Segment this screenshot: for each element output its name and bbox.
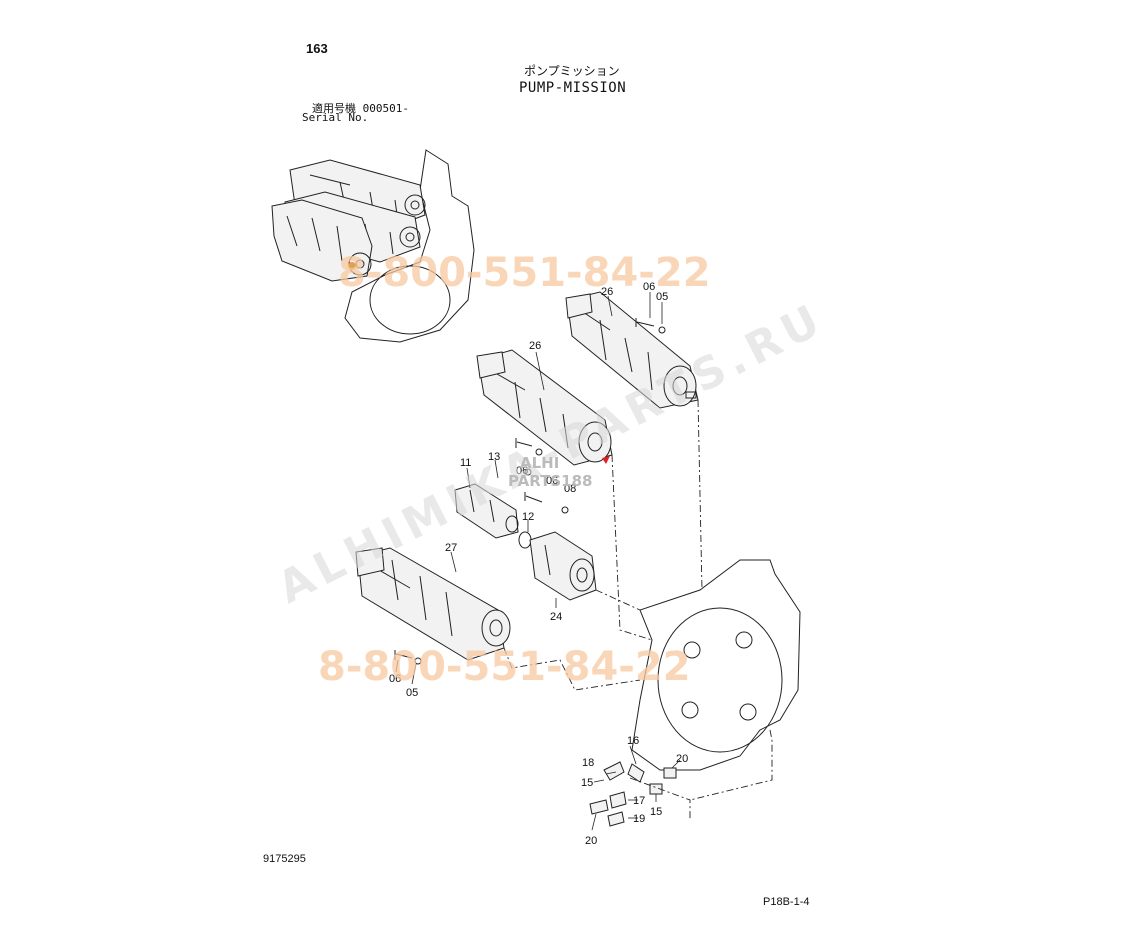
serial-range-label: 適用号機 000501- — [312, 102, 409, 115]
callout-17: 17 — [633, 795, 645, 807]
callout-20: 20 — [585, 835, 597, 847]
pump-27 — [355, 547, 511, 661]
pump-24 — [529, 531, 597, 601]
assembly-lines — [503, 399, 773, 820]
fittings-group — [589, 761, 677, 827]
serial-number-label: Serial No. — [302, 111, 369, 124]
callout-15: 15 — [581, 777, 593, 789]
callout-26: 26 — [529, 340, 541, 352]
page-number: 163 — [306, 41, 328, 56]
marker-icon — [602, 456, 610, 464]
leader-lines — [395, 292, 681, 831]
callout-19: 19 — [633, 813, 645, 825]
main-pump-26-middle — [476, 349, 613, 466]
callout-26: 26 — [601, 286, 613, 298]
overview-assembly — [271, 149, 475, 343]
bolts-lower-left — [394, 650, 422, 665]
callout-18: 18 — [582, 757, 594, 769]
drawing-number: 9175295 — [263, 853, 306, 865]
callout-06: 06 — [643, 281, 655, 293]
transmission-housing — [631, 559, 801, 771]
bolts-upper — [515, 318, 666, 514]
callout-06: 06 — [546, 475, 558, 487]
callout-labels: 26 06 05 26 11 13 06 06 08 12 27 24 06 0… — [389, 281, 688, 847]
watermarks: 8-800-551-84-22 8-800-551-84-22 ALHIMIKA… — [270, 250, 833, 690]
callout-06: 06 — [516, 465, 528, 477]
watermark-phone: 8-800-551-84-22 — [318, 644, 691, 690]
callout-15: 15 — [650, 806, 662, 818]
callout-12: 12 — [522, 511, 534, 523]
callout-27: 27 — [445, 542, 457, 554]
sheet-code: P18B-1-4 — [763, 896, 810, 908]
callout-05: 05 — [406, 687, 418, 699]
page-title: PUMP-MISSION — [519, 80, 627, 96]
watermark-logo: PARTS188 — [508, 472, 592, 490]
callout-24: 24 — [550, 611, 562, 623]
page-title-japanese: ポンプミッション — [524, 64, 620, 78]
o-ring-12 — [518, 531, 532, 549]
callout-11: 11 — [460, 457, 471, 469]
main-pump-26-upper — [565, 291, 699, 409]
callout-16: 16 — [627, 735, 639, 747]
watermark-phone: 8-800-551-84-22 — [338, 250, 711, 296]
callout-06: 06 — [389, 673, 401, 685]
callout-20: 20 — [676, 753, 688, 765]
callout-08: 08 — [564, 483, 576, 495]
callout-13: 13 — [488, 451, 500, 463]
watermark-logo: ALHI — [520, 454, 559, 472]
gear-pump-11 — [454, 483, 519, 539]
callout-05: 05 — [656, 291, 668, 303]
